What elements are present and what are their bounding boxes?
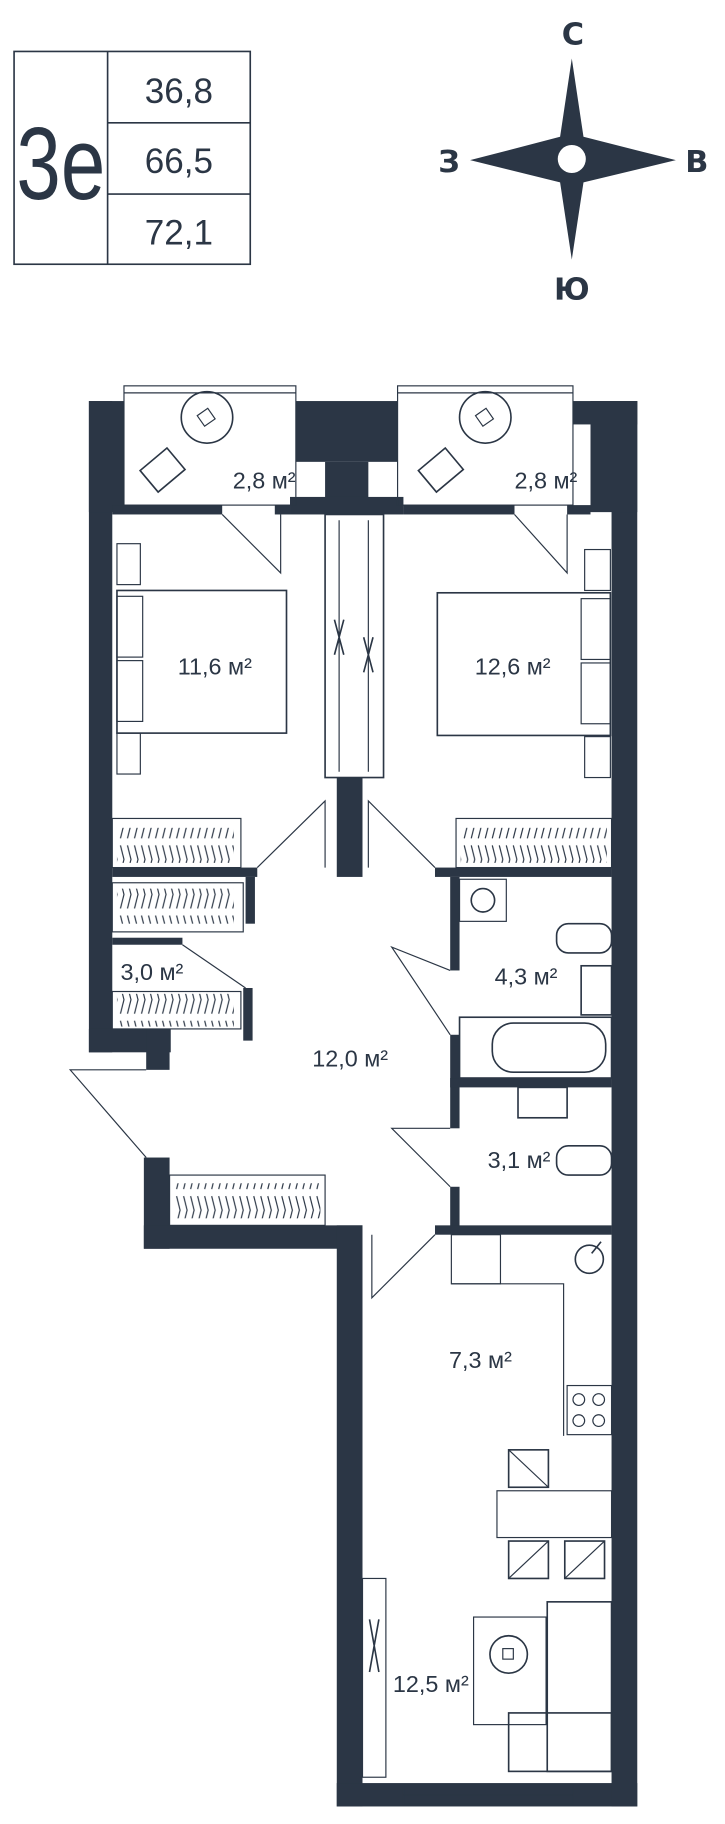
- compass-west: З: [438, 145, 460, 180]
- door-swings: [68, 799, 451, 1300]
- beds: [116, 543, 612, 779]
- room-area-kitchen: 7,3 м²: [449, 1347, 512, 1373]
- total-area: 66,5: [145, 142, 213, 181]
- compass-south: Ю: [554, 272, 590, 307]
- unit-type-label: 3е: [16, 106, 105, 221]
- compass-east: В: [685, 145, 708, 180]
- balconies: [123, 385, 574, 575]
- room-area-closet: 3,0 м²: [120, 959, 183, 985]
- kitchen-furniture: [361, 1234, 613, 1778]
- room-area-bedroom-right: 12,6 м²: [475, 654, 551, 680]
- room-area-living-room: 12,5 м²: [393, 1671, 469, 1697]
- bathroom-fixtures: [458, 878, 613, 1176]
- wardrobes: [111, 817, 613, 1226]
- room-area-hallway: 12,0 м²: [312, 1045, 388, 1071]
- room-area-bathroom: 4,3 м²: [495, 963, 558, 989]
- compass-rose-icon: С В Ю З: [438, 17, 708, 307]
- room-area-bedroom-left: 11,6 м²: [178, 654, 252, 680]
- sliding-partition: [324, 513, 385, 779]
- compass-north: С: [562, 17, 584, 52]
- room-area-toilet: 3,1 м²: [488, 1147, 551, 1173]
- walls: [88, 401, 638, 1807]
- room-area-balcony-left: 2,8 м²: [233, 468, 296, 494]
- room-labels: 2,8 м² 2,8 м² 11,6 м² 12,6 м² 3,0 м² 4,3…: [120, 468, 577, 1697]
- total-area-with-balcony: 72,1: [145, 213, 213, 252]
- living-area: 36,8: [145, 72, 213, 111]
- unit-info-table: 3е 36,8 66,5 72,1: [13, 50, 252, 266]
- room-area-balcony-right: 2,8 м²: [515, 468, 578, 494]
